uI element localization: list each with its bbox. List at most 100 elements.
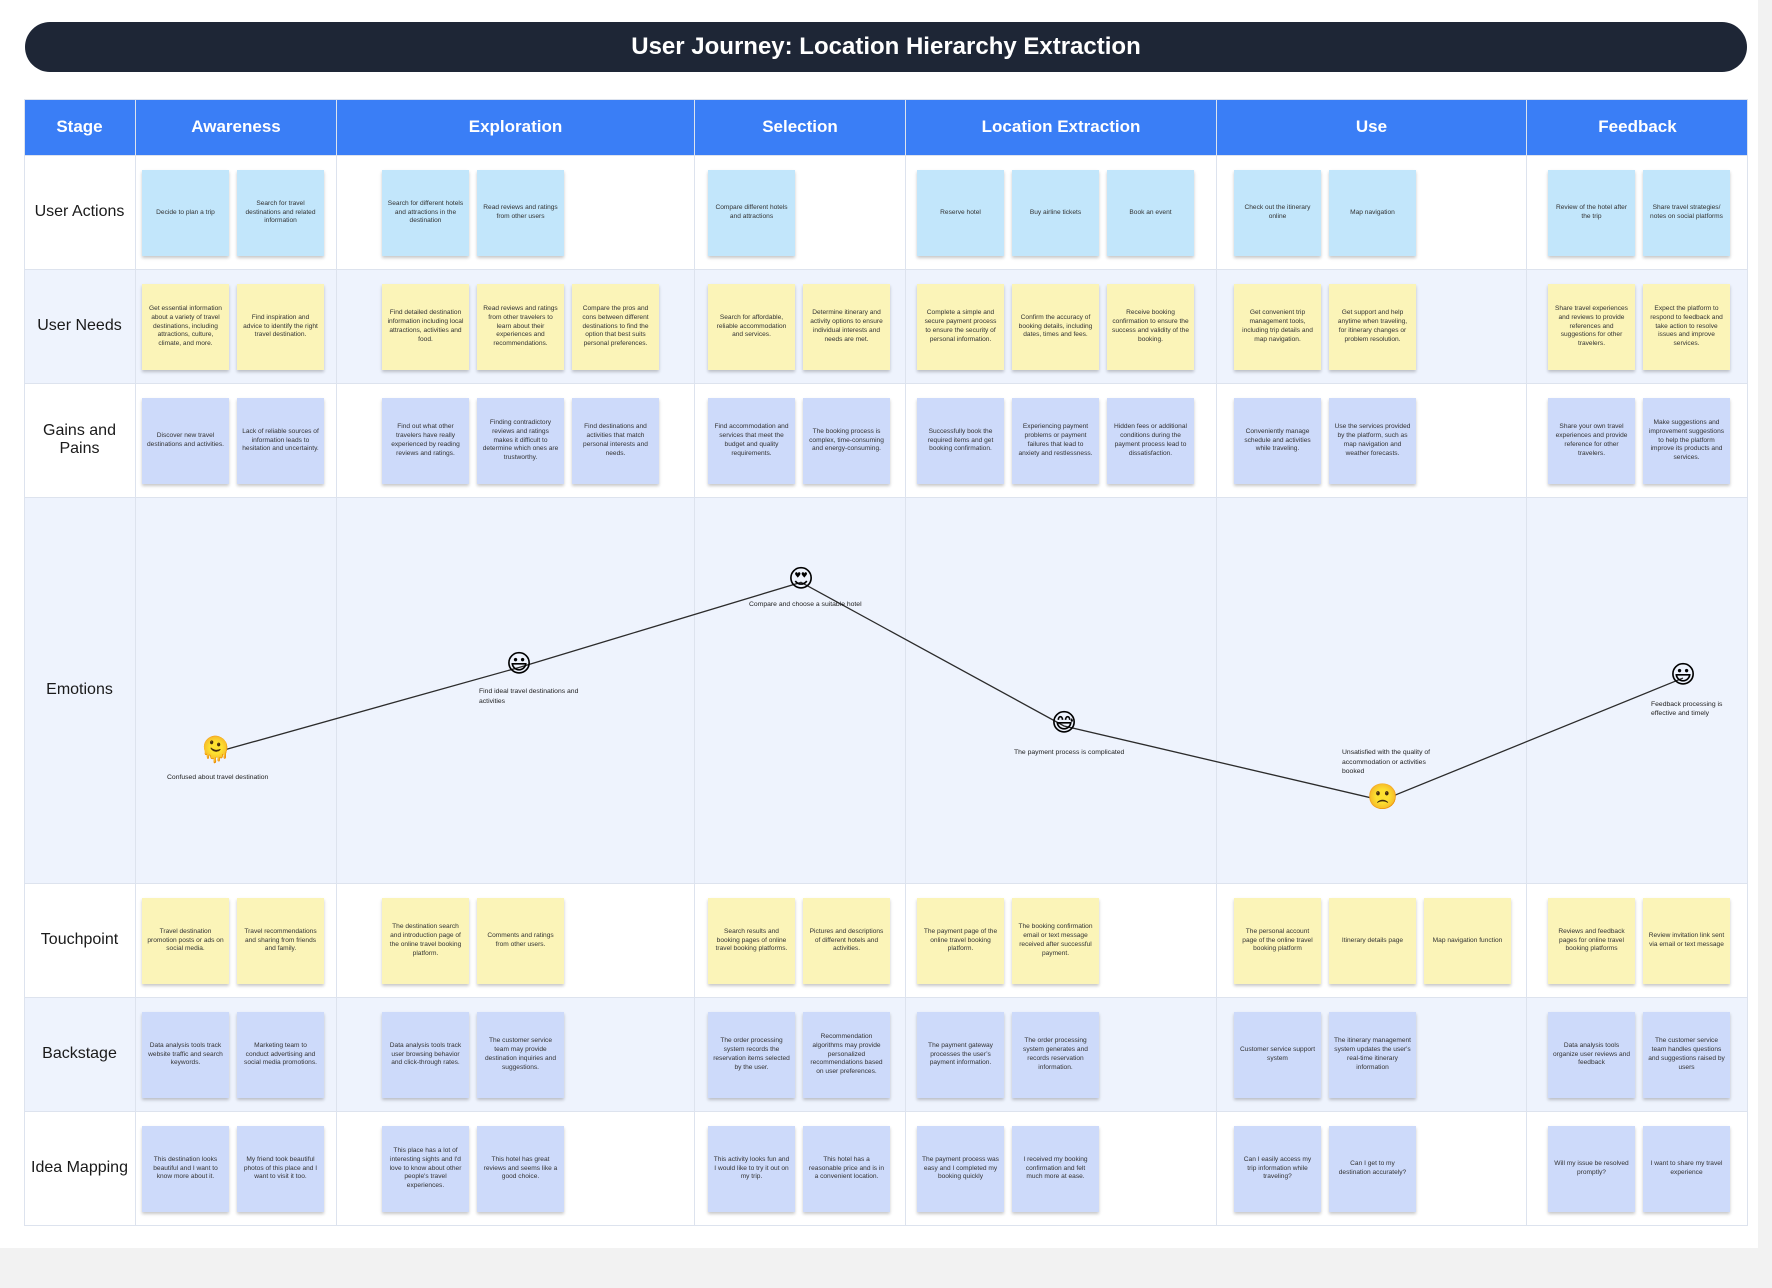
sticky-note: Lack of reliable sources of information … bbox=[237, 398, 324, 484]
sticky-note: Can I easily access my trip information … bbox=[1234, 1126, 1321, 1212]
row-label-backstage: Backstage bbox=[42, 1045, 117, 1062]
row-divider bbox=[24, 497, 1748, 498]
stage-header-use: Use bbox=[1216, 99, 1526, 155]
sticky-note: Decide to plan a trip bbox=[142, 170, 229, 256]
column-divider bbox=[1526, 99, 1527, 1226]
sticky-note: Use the services provided by the platfor… bbox=[1329, 398, 1416, 484]
sticky-note: Travel recommendations and sharing from … bbox=[237, 898, 324, 984]
sticky-note: Travel destination promotion posts or ad… bbox=[142, 898, 229, 984]
stage-header-exploration: Exploration bbox=[336, 99, 694, 155]
column-divider bbox=[135, 99, 136, 1226]
emotion-label: The payment process is complicated bbox=[1014, 748, 1125, 756]
sticky-note: Read reviews and ratings from other trav… bbox=[477, 284, 564, 370]
emotion-emoji-icon: 😃 bbox=[505, 650, 533, 679]
sticky-note: Book an event bbox=[1107, 170, 1194, 256]
sticky-note: Get support and help anytime when travel… bbox=[1329, 284, 1416, 370]
emotion-line bbox=[214, 581, 1684, 802]
stage-header-feedback: Feedback bbox=[1526, 99, 1748, 155]
sticky-note: Map navigation function bbox=[1424, 898, 1511, 984]
sticky-note: The order processing system records the … bbox=[708, 1012, 795, 1098]
sticky-note: Buy airline tickets bbox=[1012, 170, 1099, 256]
column-divider bbox=[1216, 99, 1217, 1226]
sticky-note: The booking confirmation email or text m… bbox=[1012, 898, 1099, 984]
emotion-curve-svg bbox=[214, 581, 1684, 802]
sticky-note: Successfully book the required items and… bbox=[917, 398, 1004, 484]
row-label-idea-mapping: Idea Mapping bbox=[31, 1159, 128, 1176]
sticky-note: Search for different hotels and attracti… bbox=[382, 170, 469, 256]
row-label-gains-and-pains: Gains and Pains bbox=[43, 422, 116, 457]
emotion-label: Compare and choose a suitable hotel bbox=[749, 601, 862, 609]
emotion-emoji-icon: 🫠 bbox=[200, 735, 232, 764]
sticky-note: The customer service team handles questi… bbox=[1643, 1012, 1730, 1098]
sticky-note: Find accommodation and services that mee… bbox=[708, 398, 795, 484]
sticky-note: This hotel has great reviews and seems l… bbox=[477, 1126, 564, 1212]
sticky-note: Data analysis tools organize user review… bbox=[1548, 1012, 1635, 1098]
header-stage-label: Stage bbox=[24, 99, 135, 155]
sticky-note: This destination looks beautiful and I w… bbox=[142, 1126, 229, 1212]
sticky-note: This place has a lot of interesting sigh… bbox=[382, 1126, 469, 1212]
stage-header-location-extraction: Location Extraction bbox=[905, 99, 1216, 155]
row-label-user-actions: User Actions bbox=[34, 203, 125, 220]
sticky-note: Reviews and feedback pages for online tr… bbox=[1548, 898, 1635, 984]
journey-board: User Journey: Location Hierarchy Extract… bbox=[0, 0, 1758, 1248]
row-label-user-needs: User Needs bbox=[37, 317, 122, 334]
sticky-note: This activity looks fun and I would like… bbox=[708, 1126, 795, 1212]
sticky-note: Reserve hotel bbox=[917, 170, 1004, 256]
sticky-note: Find destinations and activities that ma… bbox=[572, 398, 659, 484]
sticky-note: Share your own travel experiences and pr… bbox=[1548, 398, 1635, 484]
sticky-note: Compare different hotels and attractions bbox=[708, 170, 795, 256]
sticky-note: Get essential information about a variet… bbox=[142, 284, 229, 370]
row-label-touchpoint: Touchpoint bbox=[40, 931, 119, 948]
sticky-note: Read reviews and ratings from other user… bbox=[477, 170, 564, 256]
sticky-note: Confirm the accuracy of booking details,… bbox=[1012, 284, 1099, 370]
column-divider bbox=[694, 99, 695, 1226]
sticky-note: Make suggestions and improvement suggest… bbox=[1643, 398, 1730, 484]
sticky-note: The payment gateway processes the user’s… bbox=[917, 1012, 1004, 1098]
grid-border bbox=[24, 99, 1748, 1226]
sticky-note: Find detailed destination information in… bbox=[382, 284, 469, 370]
sticky-note: Will my issue be resolved promptly? bbox=[1548, 1126, 1635, 1212]
row-divider bbox=[24, 1111, 1748, 1112]
page-title: User Journey: Location Hierarchy Extract… bbox=[25, 22, 1747, 72]
sticky-note: Compare the pros and cons between differ… bbox=[572, 284, 659, 370]
sticky-note: My friend took beautiful photos of this … bbox=[237, 1126, 324, 1212]
sticky-note: Search for affordable, reliable accommod… bbox=[708, 284, 795, 370]
row-label-emotions: Emotions bbox=[46, 681, 113, 698]
sticky-note: Data analysis tools track user browsing … bbox=[382, 1012, 469, 1098]
emotion-emoji-icon: 🙁 bbox=[1367, 783, 1399, 812]
sticky-note: I want to share my travel experience bbox=[1643, 1126, 1730, 1212]
sticky-note: The order processing system generates an… bbox=[1012, 1012, 1099, 1098]
emotion-label: Feedback processing is effective and tim… bbox=[1651, 701, 1723, 718]
sticky-note: Pictures and descriptions of different h… bbox=[803, 898, 890, 984]
column-divider bbox=[905, 99, 906, 1226]
sticky-note: Search for travel destinations and relat… bbox=[237, 170, 324, 256]
emotion-emoji-icon: 😃 bbox=[1669, 661, 1697, 690]
sticky-note: The destination search and introduction … bbox=[382, 898, 469, 984]
emotion-label: Unsatisfied with the quality of accommod… bbox=[1342, 749, 1431, 775]
sticky-note: I received my booking confirmation and f… bbox=[1012, 1126, 1099, 1212]
sticky-note: Comments and ratings from other users. bbox=[477, 898, 564, 984]
sticky-note: Find inspiration and advice to identify … bbox=[237, 284, 324, 370]
sticky-note: Recommendation algorithms may provide pe… bbox=[803, 1012, 890, 1098]
sticky-note: Map navigation bbox=[1329, 170, 1416, 256]
row-band bbox=[24, 497, 1748, 883]
sticky-note: Hidden fees or additional conditions dur… bbox=[1107, 398, 1194, 484]
sticky-note: The itinerary management system updates … bbox=[1329, 1012, 1416, 1098]
sticky-note: Determine itinerary and activity options… bbox=[803, 284, 890, 370]
sticky-note: The payment page of the online travel bo… bbox=[917, 898, 1004, 984]
emotion-emoji-icon: 😍 bbox=[787, 565, 815, 594]
sticky-note: Can I get to my destination accurately? bbox=[1329, 1126, 1416, 1212]
sticky-note: The booking process is complex, time-con… bbox=[803, 398, 890, 484]
row-divider bbox=[24, 997, 1748, 998]
sticky-note: Itinerary details page bbox=[1329, 898, 1416, 984]
sticky-note: Search results and booking pages of onli… bbox=[708, 898, 795, 984]
sticky-note: The customer service team may provide de… bbox=[477, 1012, 564, 1098]
sticky-note: Review invitation link sent via email or… bbox=[1643, 898, 1730, 984]
column-divider bbox=[336, 99, 337, 1226]
sticky-note: Expect the platform to respond to feedba… bbox=[1643, 284, 1730, 370]
sticky-note: The personal account page of the online … bbox=[1234, 898, 1321, 984]
sticky-note: Check out the itinerary online bbox=[1234, 170, 1321, 256]
sticky-note: Review of the hotel after the trip bbox=[1548, 170, 1635, 256]
row-divider bbox=[24, 269, 1748, 270]
